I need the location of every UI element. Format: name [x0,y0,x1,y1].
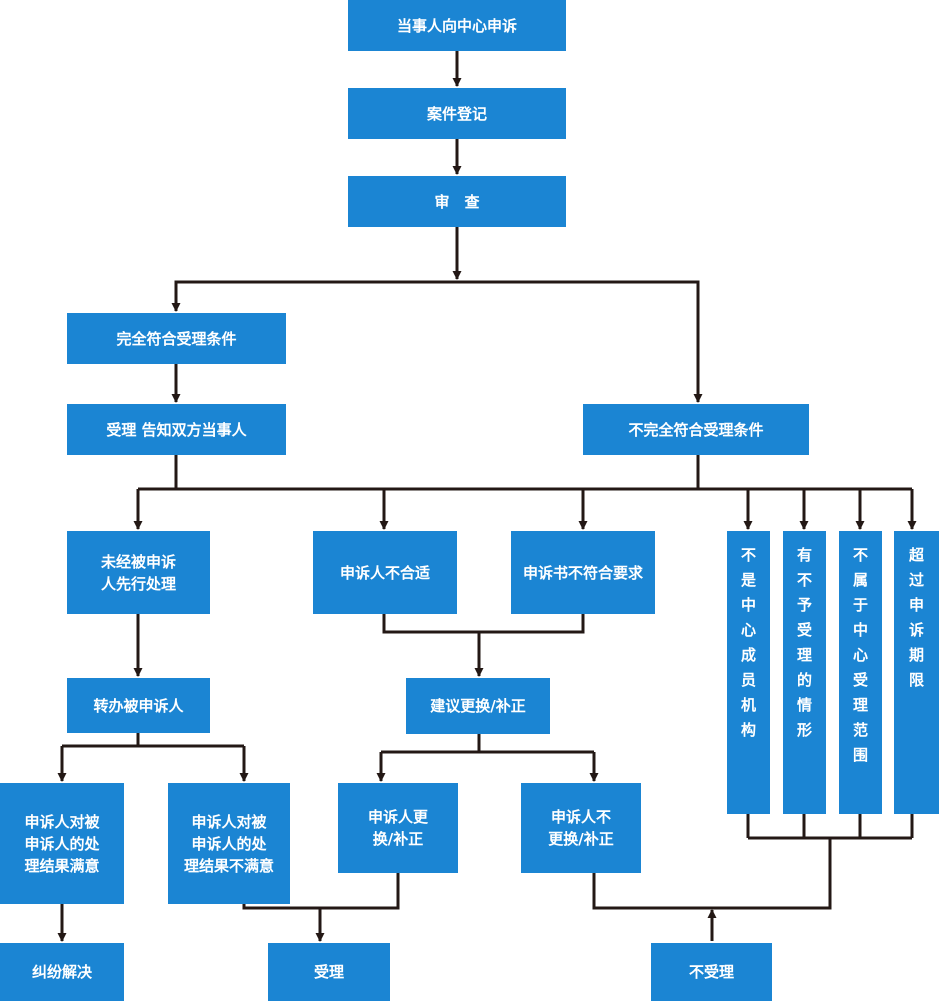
node-not-member: 不 是 中 心 成 员 机 构 [727,531,770,814]
connector-middle-join [382,614,585,634]
node-not-satisfied: 申诉人对被 申诉人的处 理结果不满意 [168,783,290,904]
node-fully-meets: 完全符合受理条件 [67,313,286,364]
node-accepted: 受理 [268,943,390,1001]
node-rejected: 不受理 [651,943,772,1001]
node-appeal: 当事人向中心申诉 [348,0,566,51]
node-over-deadline: 超 过 申 诉 期 限 [894,531,939,814]
connector-right-to-rejected [592,838,832,910]
node-accept-notify: 受理 告知双方当事人 [67,404,286,455]
node-has-exclusion: 有 不 予 受 理 的 情 形 [783,531,826,814]
node-appellant-changes: 申诉人更 换/补正 [338,783,458,873]
node-suggest-change: 建议更换/补正 [406,678,550,734]
node-not-handled-first: 未经被申诉 人先行处理 [67,531,210,614]
node-document-invalid: 申诉书不符合要求 [511,531,655,614]
node-register: 案件登记 [348,88,566,139]
node-review: 审 查 [348,176,566,227]
node-not-fully-meets: 不完全符合受理条件 [583,404,809,455]
node-transfer: 转办被申诉人 [67,678,210,733]
node-resolved: 纠纷解决 [0,943,124,1001]
node-appellant-no-change: 申诉人不 更换/补正 [521,783,641,873]
node-unsuitable-appellant: 申诉人不合适 [313,531,457,614]
node-out-of-scope: 不 属 于 中 心 受 理 范 围 [839,531,882,814]
node-satisfied: 申诉人对被 申诉人的处 理结果满意 [0,783,124,904]
